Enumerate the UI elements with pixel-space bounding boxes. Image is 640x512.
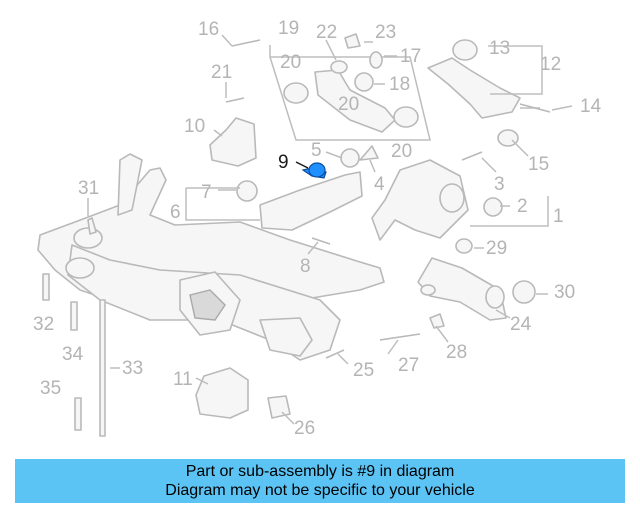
callout-15: 15 [528,154,549,175]
callout-6: 6 [170,202,181,223]
callout-24: 24 [510,314,532,335]
callout-20c: 20 [391,141,412,162]
leader-lines [87,34,573,425]
caption-line-2: Diagram may not be specific to your vehi… [165,482,475,499]
callout-3: 3 [494,174,505,195]
callout-13: 13 [489,38,510,59]
caption-banner: Part or sub-assembly is #9 in diagram Di… [15,459,625,503]
callout-26: 26 [294,418,315,439]
callout-16: 16 [198,19,219,40]
callout-32: 32 [33,314,54,335]
bushing-26 [267,395,291,419]
callout-28: 28 [446,342,467,363]
callout-34: 34 [62,344,84,365]
wheel-knuckle [371,159,549,241]
callout-17: 17 [400,46,421,67]
callout-21: 21 [211,62,232,83]
lower-arm-13 [427,39,551,147]
callout-5: 5 [311,140,322,161]
callout-20a: 20 [280,52,301,73]
callout-19: 19 [278,18,299,39]
upper-arm-assembly [269,33,431,141]
callout-27: 27 [398,355,419,376]
caption-line-1: Part or sub-assembly is #9 in diagram [185,463,455,480]
callout-11: 11 [173,369,193,390]
callout-20b: 20 [338,94,359,115]
hardware [42,39,483,437]
callout-23: 23 [375,22,396,43]
callout-22: 22 [316,22,337,43]
callout-1: 1 [553,206,564,227]
callout-14: 14 [580,96,602,117]
callout-29: 29 [486,238,507,259]
callout-18: 18 [389,74,410,95]
callout-7: 7 [201,182,212,203]
callout-30: 30 [554,282,575,303]
lateral-link-6 [185,171,363,231]
callout-12: 12 [540,54,561,75]
callout-labels: 1 2 3 4 5 6 7 8 9 10 11 12 13 14 15 16 1… [33,18,602,439]
callout-8: 8 [300,256,311,277]
mount-10 [209,117,257,167]
highlighted-bolt-9[interactable] [295,161,327,179]
callout-4: 4 [374,174,385,195]
callout-25: 25 [353,360,374,381]
callout-2: 2 [517,196,528,217]
mount-11 [195,367,249,419]
lower-link-24 [417,238,536,321]
parts-diagram: 1 2 3 4 5 6 7 8 9 10 11 12 13 14 15 16 1… [33,18,602,439]
callout-9: 9 [278,152,289,173]
callout-35: 35 [40,378,61,399]
callout-10: 10 [184,116,205,137]
callout-31: 31 [78,178,99,199]
callout-33: 33 [122,358,143,379]
rear-subframe [37,153,385,361]
